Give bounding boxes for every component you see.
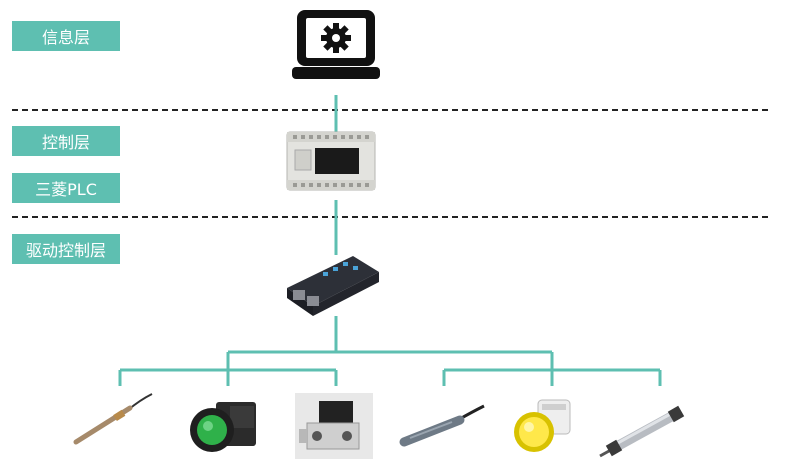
rod-sensor <box>73 393 153 445</box>
label-plc: 三菱PLC <box>12 173 120 203</box>
label-drive-layer: 驱动控制层 <box>12 234 120 264</box>
green-push-button <box>190 402 256 452</box>
label-info-layer: 信息层 <box>12 21 120 51</box>
solenoid-valve <box>295 393 373 459</box>
magnetic-switch <box>399 404 485 447</box>
plc-controller <box>286 131 376 191</box>
pneumatic-cylinder <box>599 405 685 458</box>
yellow-indicator-lamp <box>514 399 571 452</box>
label-control-layer: 控制层 <box>12 126 120 156</box>
separator-info-control <box>12 109 768 111</box>
laptop-settings-icon <box>292 10 380 79</box>
separator-control-drive <box>12 216 768 218</box>
io-drive-module <box>287 256 379 316</box>
